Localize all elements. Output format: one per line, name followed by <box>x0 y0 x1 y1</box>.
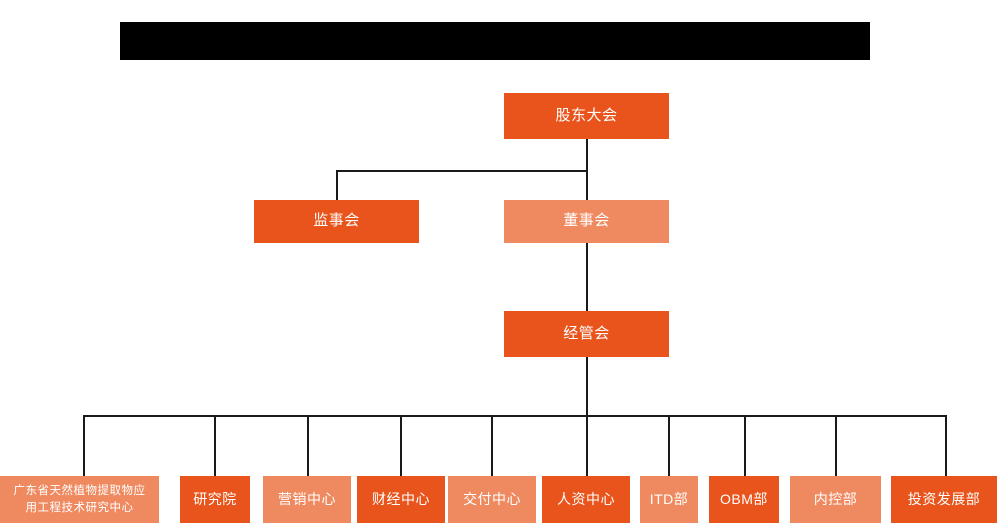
node-department-internal-control[interactable]: 内控部 <box>790 476 881 523</box>
connector-drop-3 <box>307 415 309 476</box>
connector-drop-7 <box>668 415 670 476</box>
node-department-delivery-center[interactable]: 交付中心 <box>448 476 536 523</box>
connector-drop-6 <box>586 415 588 476</box>
node-department-research-institute[interactable]: 研究院 <box>180 476 250 523</box>
node-department-investment-development[interactable]: 投资发展部 <box>891 476 997 523</box>
connector-management-to-bus <box>586 357 588 416</box>
connector-directors-to-management <box>586 243 588 311</box>
node-board-of-supervisors[interactable]: 监事会 <box>254 200 419 243</box>
node-department-obm[interactable]: OBM部 <box>709 476 779 523</box>
connector-department-bus <box>84 415 946 417</box>
connector-drop-5 <box>491 415 493 476</box>
connector-drop-4 <box>400 415 402 476</box>
connector-drop-1 <box>83 415 85 476</box>
department-label-line2: 用工程技术研究中心 <box>25 501 134 514</box>
node-shareholders-meeting[interactable]: 股东大会 <box>504 93 669 139</box>
connector-supervisors-down <box>336 170 338 200</box>
connector-supervisors-horizontal <box>336 170 588 172</box>
connector-directors-down <box>586 170 588 200</box>
connector-drop-8 <box>744 415 746 476</box>
node-department-hr-center[interactable]: 人资中心 <box>542 476 630 523</box>
node-department-finance-center[interactable]: 财经中心 <box>357 476 445 523</box>
node-management-committee[interactable]: 经管会 <box>504 311 669 357</box>
connector-drop-10 <box>945 415 947 476</box>
connector-drop-2 <box>214 415 216 476</box>
node-board-of-directors[interactable]: 董事会 <box>504 200 669 243</box>
node-department-itd[interactable]: ITD部 <box>640 476 698 523</box>
connector-shareholders-down <box>586 139 588 172</box>
node-department-marketing-center[interactable]: 营销中心 <box>263 476 351 523</box>
node-department-research-center[interactable]: 广东省天然植物提取物应 用工程技术研究中心 <box>0 476 159 523</box>
connector-drop-9 <box>835 415 837 476</box>
department-label-line1: 广东省天然植物提取物应 <box>13 484 146 497</box>
redacted-title-banner <box>120 22 870 60</box>
